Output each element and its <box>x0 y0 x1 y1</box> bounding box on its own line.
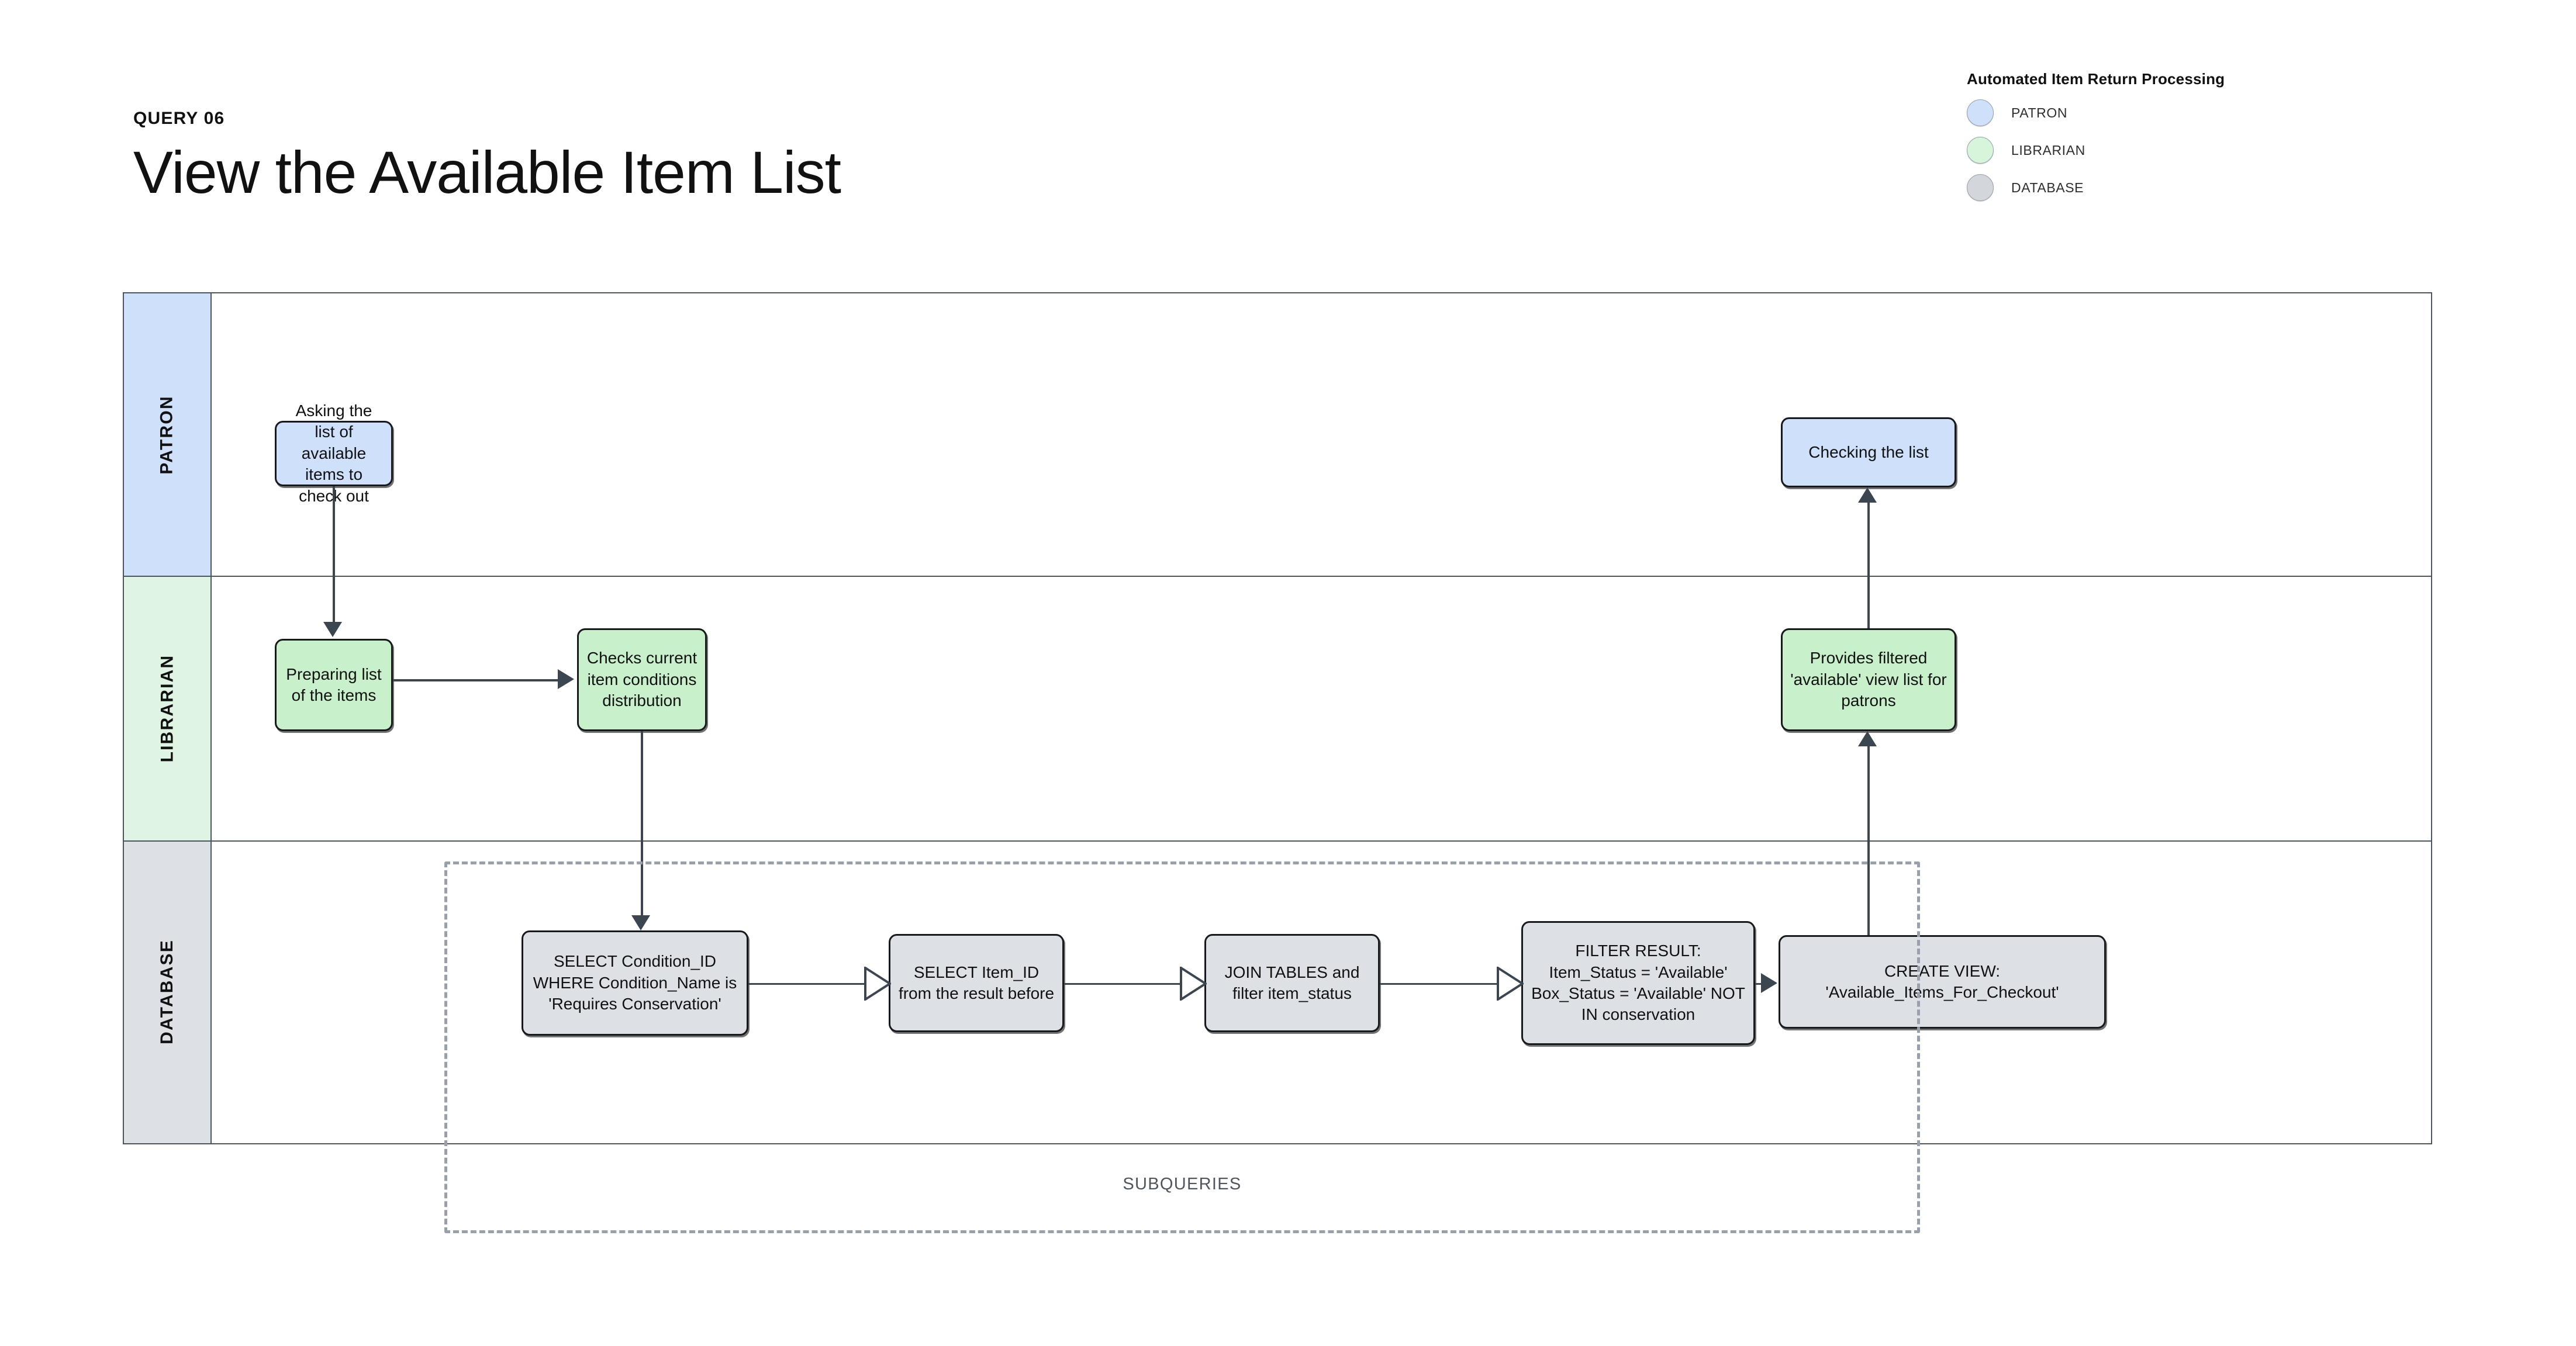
legend-label-patron: PATRON <box>2011 105 2068 120</box>
lane-label-patron: PATRON <box>157 395 177 475</box>
arrowhead-preparing-to-checks <box>558 669 574 689</box>
node-checking-list-label: Checking the list <box>1808 442 1929 461</box>
connector-checks-to-select-condition <box>641 731 643 915</box>
connector-select-item-to-join <box>1064 983 1181 985</box>
legend-item-database: DATABASE <box>1967 174 2376 201</box>
legend: Automated Item Return Processing PATRON … <box>1967 70 2376 201</box>
node-select-condition-id-label: SELECT Condition_ID WHERE Condition_Name… <box>533 952 737 1013</box>
node-select-item-id-label: SELECT Item_ID from the result before <box>898 963 1055 1002</box>
arrowhead-provides-to-checking <box>1858 487 1877 503</box>
lane-header-patron: PATRON <box>124 293 212 576</box>
node-provides-filtered-label: Provides filtered 'available' view list … <box>1790 649 1947 710</box>
legend-swatch-patron <box>1967 99 1994 126</box>
node-join-tables[interactable]: JOIN TABLES and filter item_status <box>1204 934 1380 1032</box>
node-asking-list[interactable]: Asking the list of available items to ch… <box>275 402 393 505</box>
swimlane-diagram: PATRON LIBRARIAN DATABASE Asking the lis… <box>123 292 2432 1144</box>
connector-select-condition-to-select-item <box>748 983 865 985</box>
legend-item-patron: PATRON <box>1967 99 2376 126</box>
node-select-item-id[interactable]: SELECT Item_ID from the result before <box>889 934 1064 1032</box>
arrowhead-asking-to-preparing <box>323 622 342 637</box>
lane-header-librarian: LIBRARIAN <box>124 576 212 840</box>
connector-asking-to-preparing <box>333 486 335 622</box>
node-preparing-list[interactable]: Preparing list of the items <box>275 639 393 731</box>
legend-label-database: DATABASE <box>2011 179 2084 195</box>
page-title: View the Available Item List <box>133 139 841 206</box>
connector-join-to-filter <box>1380 983 1498 985</box>
node-preparing-list-label: Preparing list of the items <box>286 665 382 704</box>
query-label: QUERY 06 <box>133 109 225 128</box>
connector-preparing-to-checks <box>393 679 558 681</box>
node-checks-conditions-label: Checks current item conditions distribut… <box>586 649 697 710</box>
arrowhead-checks-to-select-condition <box>631 915 650 930</box>
lane-header-database: DATABASE <box>124 840 212 1143</box>
lane-divider-librarian-database <box>124 840 2431 842</box>
node-checks-conditions[interactable]: Checks current item conditions distribut… <box>577 628 707 731</box>
lane-label-librarian: LIBRARIAN <box>157 654 177 762</box>
node-select-condition-id[interactable]: SELECT Condition_ID WHERE Condition_Name… <box>522 930 748 1036</box>
connector-create-view-to-provides <box>1867 746 1870 935</box>
legend-item-librarian: LIBRARIAN <box>1967 137 2376 164</box>
arrowhead-create-view-to-provides <box>1858 731 1877 746</box>
legend-title: Automated Item Return Processing <box>1967 70 2225 88</box>
subqueries-group-box <box>444 861 1920 1233</box>
connector-filter-to-create-view-2 <box>1755 983 1763 985</box>
legend-swatch-librarian <box>1967 137 1994 164</box>
node-create-view[interactable]: CREATE VIEW: 'Available_Items_For_Checko… <box>1779 935 2106 1029</box>
arrowhead-filter-to-create-view <box>1761 973 1777 993</box>
arrowhead-select-item-to-join <box>1180 966 1208 1004</box>
lane-label-database: DATABASE <box>157 939 177 1044</box>
node-checking-list[interactable]: Checking the list <box>1781 417 1956 487</box>
node-filter-result[interactable]: FILTER RESULT: Item_Status = 'Available'… <box>1521 921 1755 1045</box>
lane-divider-patron-librarian <box>124 576 2431 577</box>
connector-provides-to-checking <box>1867 503 1870 628</box>
node-join-tables-label: JOIN TABLES and filter item_status <box>1224 963 1360 1002</box>
node-asking-list-label: Asking the list of available items to ch… <box>295 402 372 505</box>
legend-label-librarian: LIBRARIAN <box>2011 142 2085 158</box>
arrowhead-join-to-filter <box>1497 966 1525 1004</box>
arrowhead-select-condition-to-select-item <box>864 966 892 1004</box>
node-filter-result-label: FILTER RESULT: Item_Status = 'Available'… <box>1531 942 1745 1024</box>
node-create-view-label: CREATE VIEW: 'Available_Items_For_Checko… <box>1825 961 2059 1001</box>
node-provides-filtered[interactable]: Provides filtered 'available' view list … <box>1781 628 1956 731</box>
subqueries-group-label: SUBQUERIES <box>1123 1175 1242 1193</box>
page-header: QUERY 06 View the Available Item List <box>133 109 841 204</box>
legend-swatch-database <box>1967 174 1994 201</box>
